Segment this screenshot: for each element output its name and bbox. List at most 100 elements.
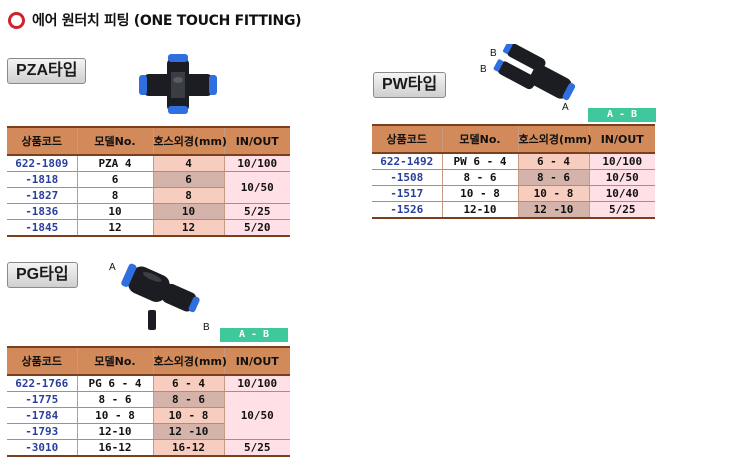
col-header-hose: 호스외경(mm): [152, 126, 227, 156]
cell-model: 10 - 8: [76, 407, 153, 424]
cell-model: 10: [76, 203, 153, 220]
cell-code: -1818: [7, 171, 77, 188]
col-header-code: 상품코드: [7, 126, 77, 156]
cell-hose: 6 - 4: [517, 153, 589, 170]
cell-code: -1793: [7, 423, 77, 440]
table-row: 622-1809 PZA 4 4 10/100: [7, 155, 290, 172]
cell-code: -1775: [7, 391, 77, 408]
cell-hose: 6: [152, 171, 224, 188]
cell-model: PW 6 - 4: [441, 153, 518, 170]
table-row: -1845 12 12 5/20: [7, 219, 290, 237]
cell-hose: 12 -10: [517, 201, 589, 219]
cell-hose: 16-12: [152, 439, 224, 457]
pg-label-b: B: [203, 322, 210, 333]
pza-spec-table: 상품코드 모델No. 호스외경(mm) IN/OUT 622-1809 PZA …: [7, 126, 290, 237]
cell-code: -3010: [7, 439, 77, 457]
cell-model: 12-10: [441, 201, 518, 219]
table-row: -1827 8 8: [7, 187, 290, 204]
col-header-hose: 호스외경(mm): [517, 124, 592, 154]
cell-io: 5/25: [588, 201, 655, 219]
table-row: -1526 12-10 12 -10 5/25: [372, 201, 655, 219]
pg-spec-table: 상품코드 모델No. 호스외경(mm) IN/OUT 622-1766 PG 6…: [7, 346, 290, 457]
cell-model: 10 - 8: [441, 185, 518, 202]
pw-spec-table: 상품코드 모델No. 호스외경(mm) IN/OUT 622-1492 PW 6…: [372, 124, 655, 219]
page-header: 에어 원터치 피팅 (ONE TOUCH FITTING): [8, 10, 302, 30]
pw-type-label: PW타입: [373, 72, 447, 98]
cell-code: -1526: [372, 201, 442, 219]
table-header-row: 상품코드 모델No. 호스외경(mm) IN/OUT: [7, 346, 290, 376]
cell-code: -1784: [7, 407, 77, 424]
cell-hose: 4: [152, 155, 224, 172]
col-header-hose: 호스외경(mm): [152, 346, 227, 376]
table-header-row: 상품코드 모델No. 호스외경(mm) IN/OUT: [7, 126, 290, 156]
cell-hose: 12: [152, 219, 224, 237]
pw-reducer-y-fitting-image: B B A: [480, 44, 576, 113]
cell-code: 622-1809: [7, 155, 77, 172]
table-row: -3010 16-12 16-12 5/25: [7, 439, 290, 457]
table-row: -1836 10 10 5/25: [7, 203, 290, 220]
table-row: 622-1492 PW 6 - 4 6 - 4 10/100: [372, 153, 655, 170]
cell-model: 8 - 6: [76, 391, 153, 408]
pw-label-a: A: [562, 102, 569, 113]
cell-model: 6: [76, 171, 153, 188]
cell-model: 8: [76, 187, 153, 204]
pw-label-b1: B: [490, 48, 497, 59]
pg-type-label: PG타입: [7, 262, 78, 288]
cell-io: 5/25: [223, 439, 290, 457]
col-header-model: 모델No.: [76, 126, 153, 156]
cell-code: -1836: [7, 203, 77, 220]
pw-a-b-tag: A - B: [588, 108, 656, 122]
cell-hose: 6 - 4: [152, 375, 224, 392]
table-row: -1784 10 - 8 10 - 8: [7, 407, 290, 424]
page-title: 에어 원터치 피팅 (ONE TOUCH FITTING): [32, 13, 302, 29]
pg-a-b-tag: A - B: [220, 328, 288, 342]
col-header-io: IN/OUT: [223, 126, 290, 156]
col-header-io: IN/OUT: [223, 346, 290, 376]
table-row: -1818 6 6 10/50: [7, 171, 290, 204]
table-row: -1508 8 - 6 8 - 6 10/50: [372, 169, 655, 186]
pza-type-label: PZA타입: [7, 58, 87, 84]
cell-hose: 8 - 6: [152, 391, 224, 408]
pg-label-a: A: [109, 262, 116, 273]
col-header-io: IN/OUT: [588, 124, 655, 154]
cell-model: PG 6 - 4: [76, 375, 153, 392]
cell-io: 10/100: [223, 155, 290, 172]
cell-hose: 12 -10: [152, 423, 224, 440]
cell-code: -1845: [7, 219, 77, 237]
pg-reducer-straight-fitting-image: A B: [109, 262, 210, 333]
cell-io: 5/20: [223, 219, 290, 237]
col-header-code: 상품코드: [7, 346, 77, 376]
cell-model: PZA 4: [76, 155, 153, 172]
cell-model: 16-12: [76, 439, 153, 457]
cell-io: 10/50: [223, 391, 290, 440]
cell-hose: 10 - 8: [517, 185, 589, 202]
cell-hose: 8 - 6: [517, 169, 589, 186]
cell-model: 12-10: [76, 423, 153, 440]
cell-code: -1827: [7, 187, 77, 204]
col-header-model: 모델No.: [76, 346, 153, 376]
cell-hose: 10: [152, 203, 224, 220]
col-header-code: 상품코드: [372, 124, 442, 154]
table-row: -1517 10 - 8 10 - 8 10/40: [372, 185, 655, 202]
cell-io: 10/50: [588, 169, 655, 186]
cell-code: 622-1492: [372, 153, 442, 170]
pw-label-b2: B: [480, 64, 487, 75]
circle-bullet-icon: [8, 11, 25, 29]
cell-hose: 8: [152, 187, 224, 204]
cell-code: -1517: [372, 185, 442, 202]
pza-cross-fitting-image: [139, 54, 217, 114]
cell-io: 10/40: [588, 185, 655, 202]
table-row: -1775 8 - 6 8 - 6 10/50: [7, 391, 290, 440]
cell-io: 10/100: [588, 153, 655, 170]
cell-code: 622-1766: [7, 375, 77, 392]
col-header-model: 모델No.: [441, 124, 518, 154]
cell-code: -1508: [372, 169, 442, 186]
table-row: -1793 12-10 12 -10: [7, 423, 290, 440]
table-header-row: 상품코드 모델No. 호스외경(mm) IN/OUT: [372, 124, 655, 154]
cell-model: 8 - 6: [441, 169, 518, 186]
cell-io: 10/100: [223, 375, 290, 392]
table-row: 622-1766 PG 6 - 4 6 - 4 10/100: [7, 375, 290, 392]
cell-hose: 10 - 8: [152, 407, 224, 424]
cell-io: 5/25: [223, 203, 290, 220]
cell-model: 12: [76, 219, 153, 237]
